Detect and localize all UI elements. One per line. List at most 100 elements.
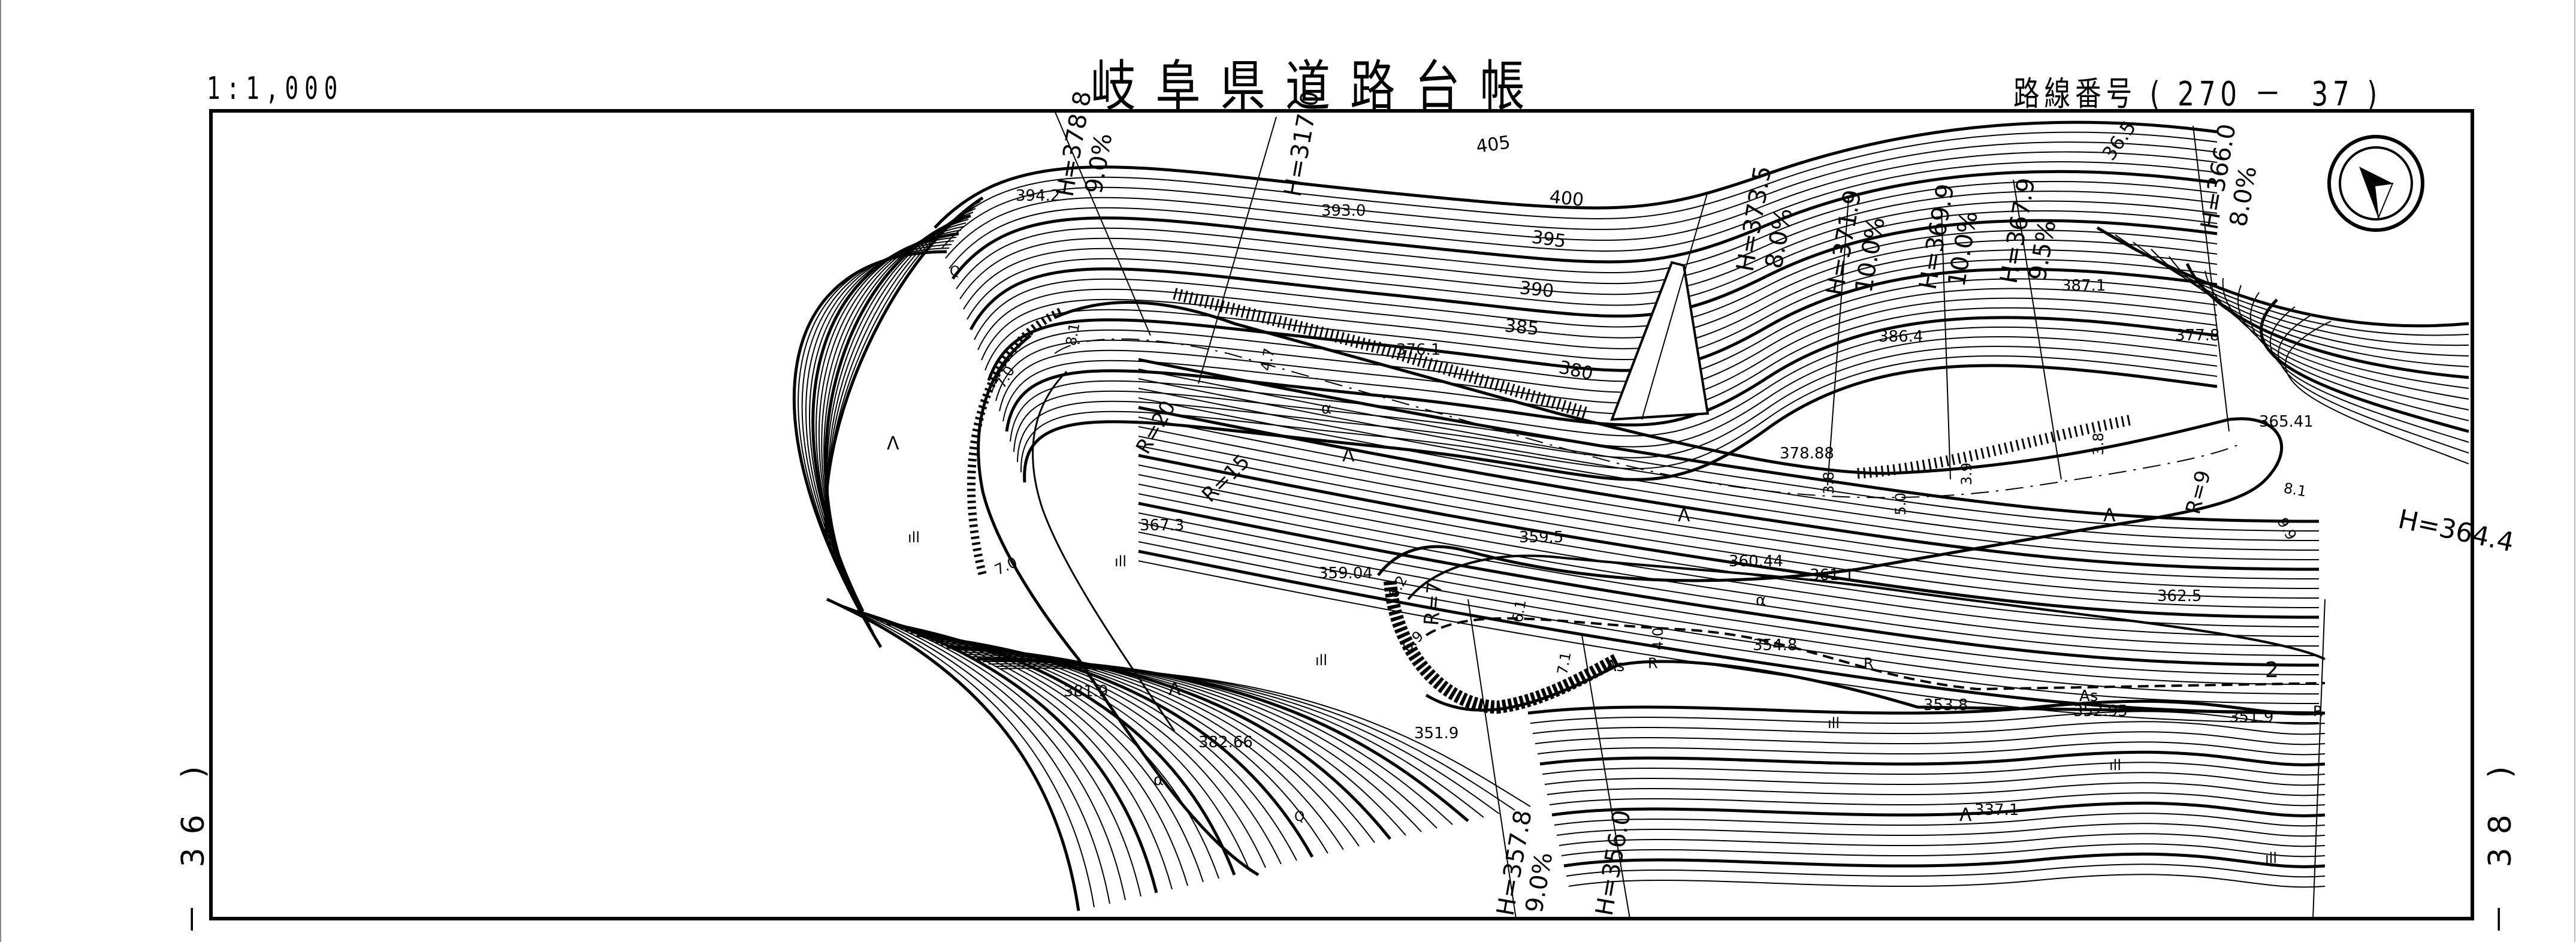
contour-line [838, 603, 1110, 904]
contour-line [1566, 864, 2326, 878]
contour-line [1532, 721, 2326, 735]
contour-line [1556, 823, 2326, 837]
map-scale: 1:1,000 [207, 71, 344, 107]
spot-height: 359.04 [1318, 564, 1373, 582]
spot-height: 367.3 [1140, 517, 1184, 535]
contour-line [1138, 484, 2320, 647]
contour-line [1138, 445, 2320, 608]
route-number: 路線番号 ( 270 － 37 ) [2013, 75, 2382, 114]
contour-line [793, 250, 947, 648]
adjacent-sheet-right[interactable]: － 38 ) [2483, 753, 2518, 935]
slope-protection [1384, 581, 1621, 714]
curve-radius: R=7 [1420, 581, 1447, 627]
curve-radius: R=20 [1131, 397, 1180, 458]
road-width: 4.0 [1650, 627, 1666, 650]
contour-line [1561, 843, 2326, 858]
road-lower-dashed [1425, 617, 2326, 691]
contour-line [1530, 711, 2326, 725]
spot-height: 365.41 [2259, 413, 2314, 431]
spot-height: 354.8 [1753, 636, 1797, 654]
contour-line [985, 259, 2218, 371]
contour-line [2222, 277, 2469, 400]
contour-line [1138, 560, 2320, 723]
road-centerline [1054, 338, 2242, 499]
page-edge [2574, 0, 2575, 942]
spot-height: 377.8 [2175, 327, 2219, 345]
contour-line [992, 278, 2218, 391]
section-line [1054, 110, 1151, 336]
road-width: 6.9 [1399, 627, 1427, 656]
section-line [1467, 599, 1517, 919]
road-edge-upper [1053, 301, 2283, 582]
contour-line [1539, 750, 2326, 766]
road-width: 8.1 [2282, 479, 2308, 500]
map-symbol-2: 2 [2265, 658, 2279, 683]
page-edge [0, 0, 1, 942]
contour-line [1138, 474, 2320, 637]
contour-line [1138, 426, 2320, 589]
map-symbol-field: ıll [1315, 652, 1327, 669]
contour-line [1138, 369, 2320, 532]
contour-line [967, 210, 2218, 320]
spot-height: 376.1 [1396, 341, 1440, 359]
contour-line [1138, 550, 2320, 715]
contour-line [1559, 833, 2326, 847]
contour-line [1005, 316, 2218, 432]
map-symbol-field: ıll [2265, 850, 2277, 866]
map-border [209, 109, 2474, 920]
road-edge-lower [977, 334, 1260, 877]
contour-line [1010, 326, 2218, 442]
contour-line [1138, 358, 2320, 523]
map-symbol-grassland: Λ [1959, 805, 1972, 826]
road-width: 4.7 [1257, 347, 1278, 372]
map-symbol-r: R [2313, 703, 2323, 720]
contour-line [1549, 792, 2326, 807]
road-edge-inner [1032, 370, 1176, 732]
contour-line [2151, 249, 2469, 357]
contour-line [945, 151, 2218, 259]
contour-line [1138, 406, 2320, 571]
contour-line [1138, 493, 2320, 656]
spot-height: 352.95 [2073, 702, 2128, 720]
road-width: 5.0 [1892, 493, 1909, 515]
contour-line [826, 597, 1080, 911]
road-width: 3.8 [2090, 433, 2107, 455]
map-symbol-field: ıll [1115, 553, 1127, 570]
contour-line [809, 237, 957, 619]
map-symbol-asphalt: As [2079, 687, 2098, 705]
spot-height: 351.9 [2229, 708, 2273, 726]
north-arrow-icon [2327, 135, 2424, 232]
contour-line [1017, 345, 2218, 463]
map-symbol-grassland: Λ [1678, 505, 1690, 526]
contour-line [1138, 522, 2320, 685]
map-symbol-r: R [1648, 655, 1658, 672]
page-title: 岐阜県道路台帳 [1091, 55, 1545, 119]
map-symbol-grassland: Λ [1342, 445, 1355, 466]
contour-line [941, 141, 2218, 249]
adjacent-sheet-left[interactable]: － 36 ) [176, 753, 212, 935]
contour-label: 405 [1475, 132, 1512, 158]
contour-line [963, 200, 2218, 310]
contour-line [987, 267, 2218, 381]
contour-line [2278, 313, 2469, 454]
spot-height: 394.2 [1016, 187, 1060, 205]
spot-height: 337.1 [1974, 801, 2019, 819]
spot-height: 386.4 [1879, 328, 1923, 346]
contour-label: 380 [1557, 357, 1594, 385]
contour-label: 395 [1530, 227, 1568, 252]
spot-height: 361.1 [1810, 566, 1854, 584]
curve-radius: R=9 [2181, 468, 2216, 517]
map-frame[interactable]: 405400395390385380394.2393.0386.4387.137… [209, 89, 2517, 920]
contour-line [988, 663, 1500, 814]
road-width: 7.1 [1554, 651, 1574, 676]
section-line [2312, 599, 2326, 919]
road-width: 9.9 [2274, 515, 2300, 543]
section-line [1581, 635, 1630, 919]
contour-line [2270, 306, 2469, 443]
contour-line [1544, 772, 2326, 786]
contour-line [2115, 234, 2469, 336]
contour-line [1138, 454, 2320, 619]
contour-line [969, 219, 2218, 331]
contour-line [1551, 801, 2326, 817]
road-width: 8.1 [1062, 322, 1083, 347]
